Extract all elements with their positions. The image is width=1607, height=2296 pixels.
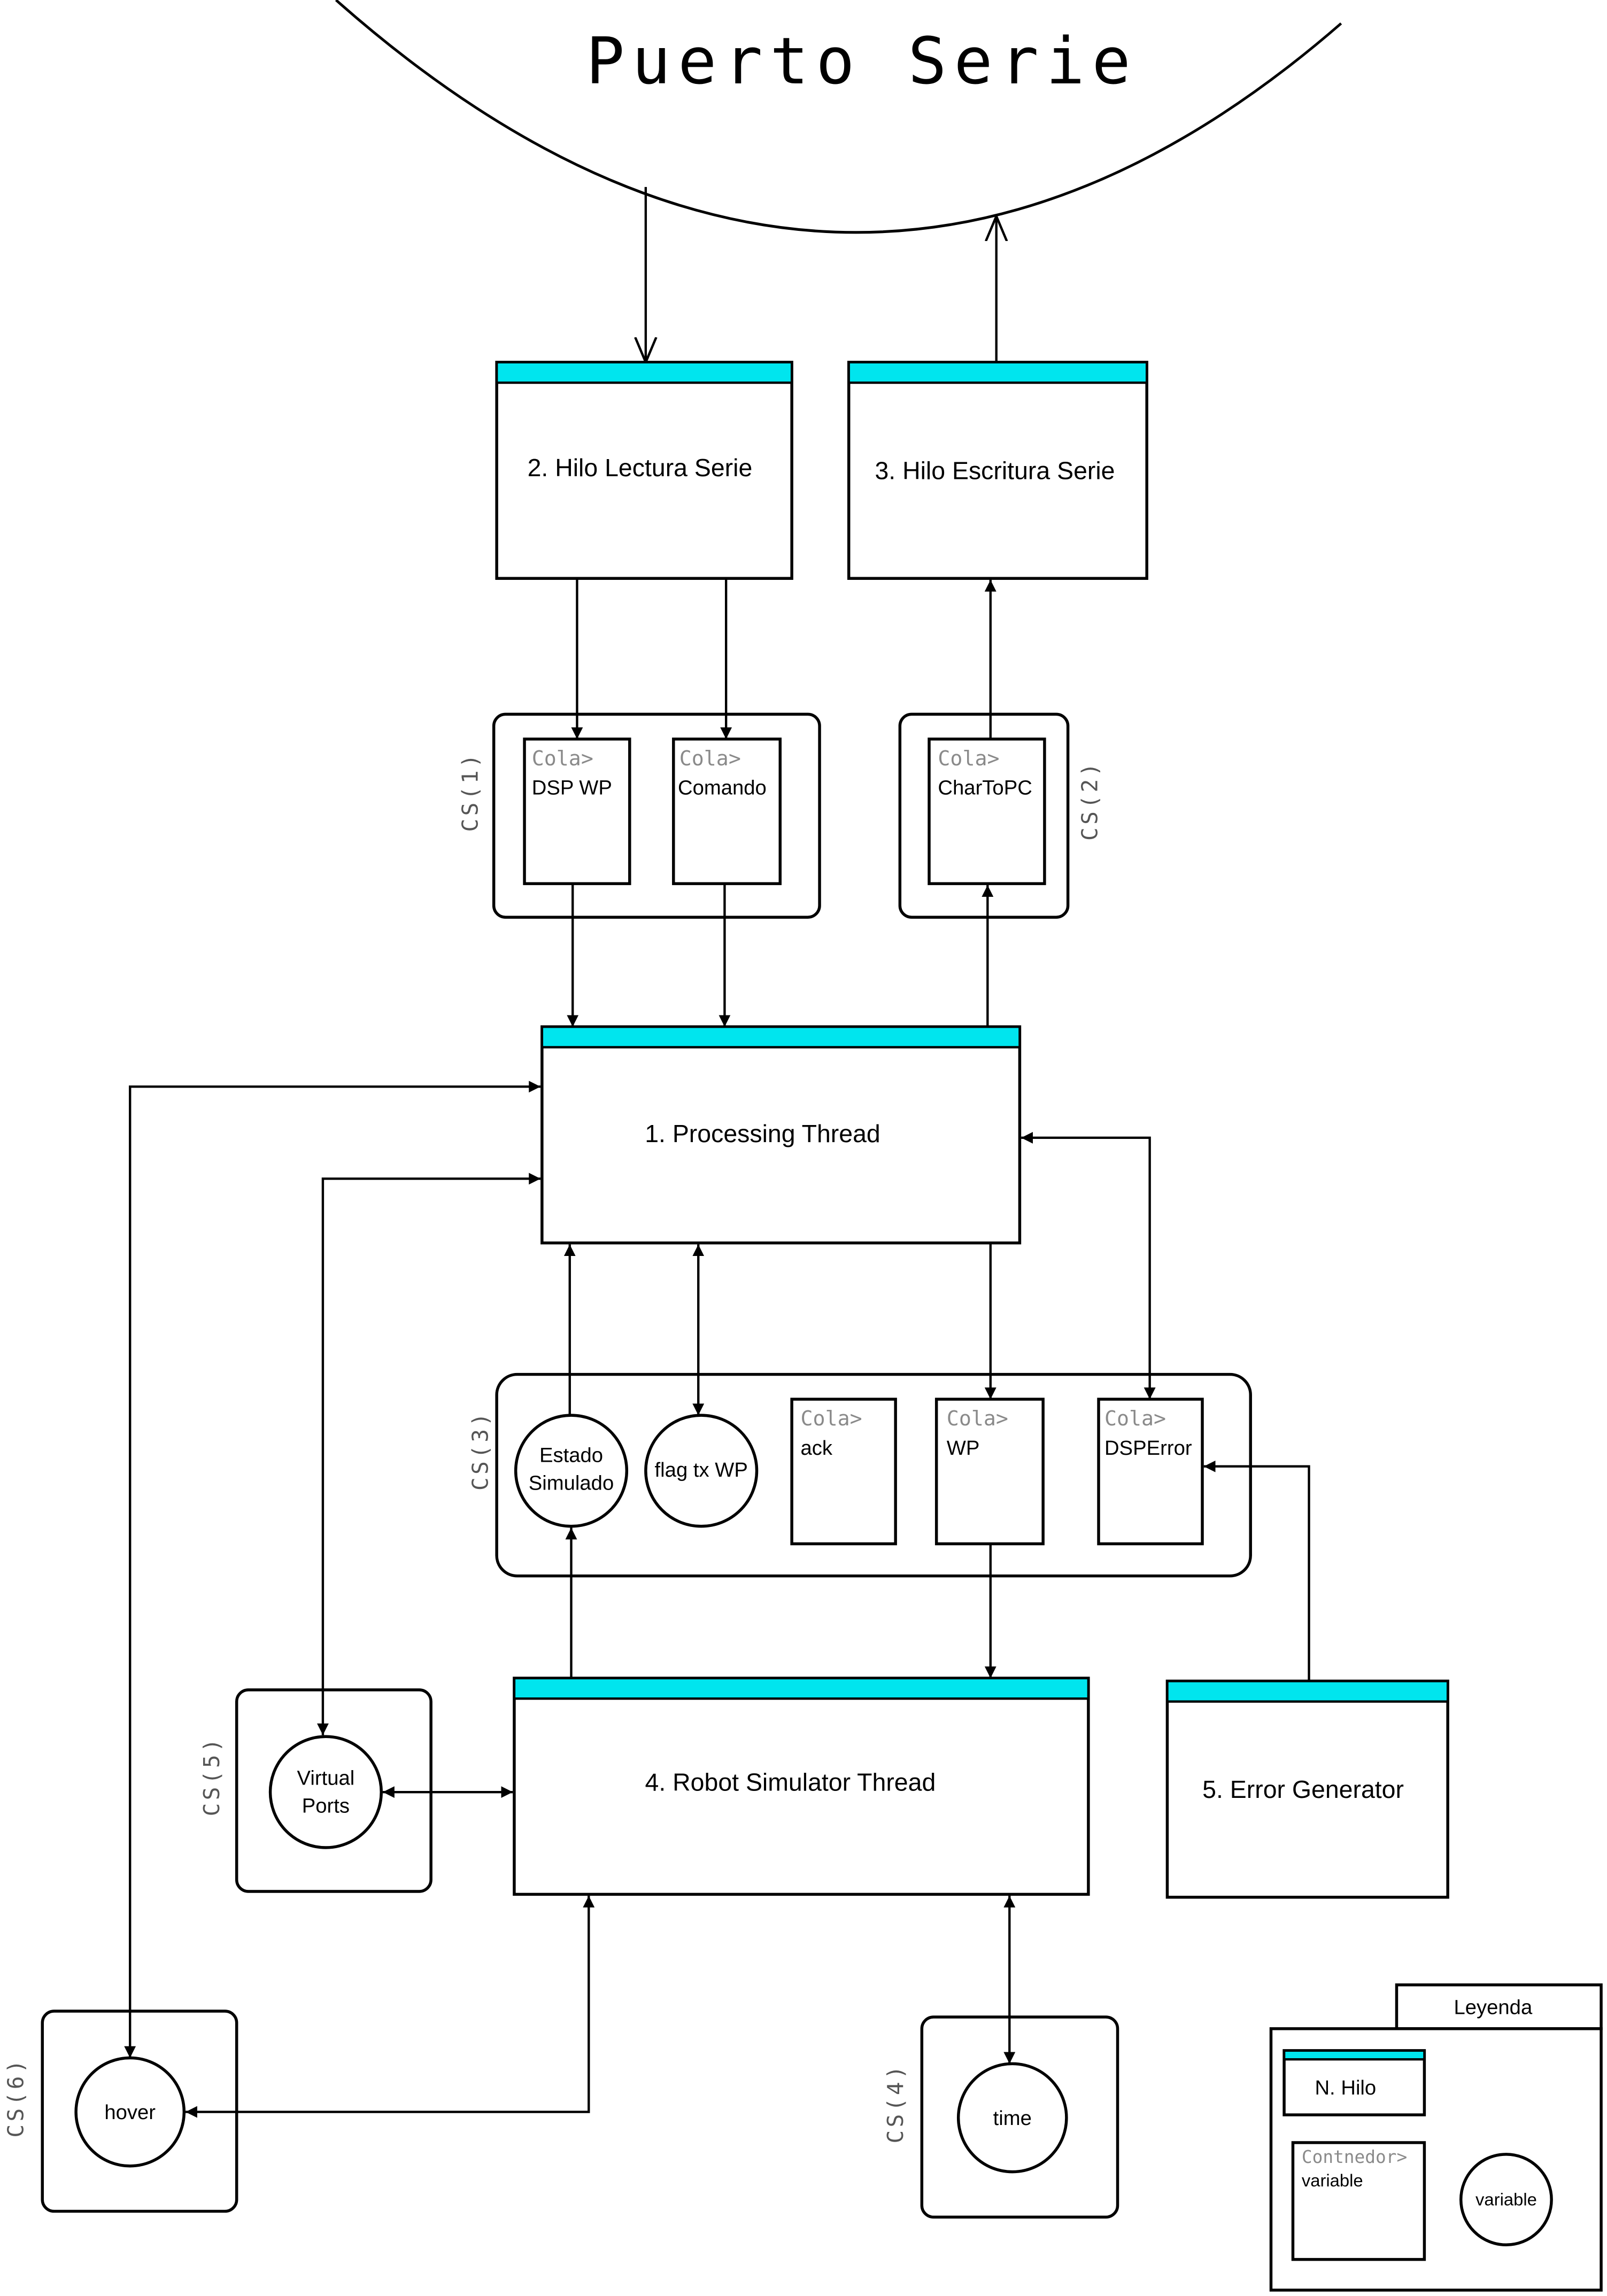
legend-thread-sample: N. Hilo xyxy=(1282,2049,1426,2116)
flag-tx-wp-label: flag tx WP xyxy=(655,1459,748,1481)
thread-processing-label: 1. Processing Thread xyxy=(645,1120,880,1147)
cs5-label: CS(5) xyxy=(199,1736,225,1817)
queue-chartopc: Cola> CharToPC xyxy=(928,738,1046,886)
thread-escritura-serie: 3. Hilo Escritura Serie xyxy=(847,361,1148,580)
legend-variable-sample: variable xyxy=(1459,2153,1553,2247)
estado-label-line2: Simulado xyxy=(529,1471,614,1494)
cs3-label: CS(3) xyxy=(468,1410,493,1491)
queue-ack-prefix: Cola> xyxy=(801,1407,862,1431)
cs2-container: CS(2) Cola> CharToPC xyxy=(898,712,1102,919)
queue-ack: Cola> ack xyxy=(790,1398,897,1546)
cs4-label: CS(4) xyxy=(883,2063,908,2144)
cs1-container: CS(1) Cola> DSP WP Cola> Comando xyxy=(458,712,821,919)
thread-lectura-label: 2. Hilo Lectura Serie xyxy=(528,454,753,482)
queue-dsp-wp-label: DSP WP xyxy=(532,777,612,800)
queue-wp-prefix: Cola> xyxy=(947,1407,1008,1431)
serial-port-title: Puerto Serie xyxy=(586,24,1138,99)
thread-lectura-serie: 2. Hilo Lectura Serie xyxy=(495,361,793,580)
thread-robot-simulator: 4. Robot Simulator Thread xyxy=(513,1677,1090,1896)
legend-container-sample: Contnedor> variable xyxy=(1291,2141,1426,2261)
queue-dsp-wp: Cola> DSP WP xyxy=(523,738,631,886)
cs3-container: CS(3) Estado Simulado flag tx WP Cola> a… xyxy=(468,1372,1252,1578)
queue-chartopc-label: CharToPC xyxy=(938,777,1032,800)
cs4-container: CS(4) time xyxy=(883,2015,1119,2219)
variable-time: time xyxy=(956,2062,1068,2174)
thread-robot-label: 4. Robot Simulator Thread xyxy=(645,1768,936,1796)
queue-dsperror-label: DSPError xyxy=(1104,1437,1192,1460)
queue-dsp-wp-prefix: Cola> xyxy=(532,747,593,771)
legend-container-prefix: Contnedor> xyxy=(1302,2147,1407,2167)
variable-hover: hover xyxy=(74,2056,186,2168)
arrow-robot-hover-bidir xyxy=(186,1896,595,2118)
thread-escritura-label: 3. Hilo Escritura Serie xyxy=(875,456,1115,484)
queue-wp: Cola> WP xyxy=(934,1398,1045,1546)
legend-variable-label: variable xyxy=(1475,2189,1537,2209)
queue-wp-label: WP xyxy=(947,1437,980,1460)
queue-dsperror: Cola> DSPError xyxy=(1097,1398,1204,1546)
cs2-label: CS(2) xyxy=(1077,760,1102,841)
hover-label: hover xyxy=(104,2101,156,2124)
legend-tab-label: Leyenda xyxy=(1454,1996,1532,2019)
cs5-container: CS(5) Virtual Ports xyxy=(199,1688,432,1893)
queue-comando-label: Comando xyxy=(678,777,767,800)
virtual-ports-line2: Ports xyxy=(302,1794,350,1817)
queue-ack-label: ack xyxy=(801,1437,833,1460)
queue-comando: Cola> Comando xyxy=(672,738,782,886)
arrow-processing-hover-bidir xyxy=(124,1081,541,2058)
queue-dsperror-prefix: Cola> xyxy=(1104,1407,1166,1431)
serial-port-arc xyxy=(335,0,1342,234)
variable-flag-tx-wp: flag tx WP xyxy=(644,1414,759,1528)
virtual-ports-line1: Virtual xyxy=(297,1766,355,1789)
legend: Leyenda N. Hilo Contnedor> variable vari… xyxy=(1269,1983,1603,2292)
thread-processing: 1. Processing Thread xyxy=(540,1025,1022,1245)
queue-comando-prefix: Cola> xyxy=(679,747,741,771)
estado-label-line1: Estado xyxy=(539,1444,603,1467)
legend-container-var: variable xyxy=(1302,2170,1363,2190)
queue-chartopc-prefix: Cola> xyxy=(938,747,999,771)
variable-virtual-ports: Virtual Ports xyxy=(268,1735,383,1849)
variable-estado-simulado: Estado Simulado xyxy=(514,1414,629,1528)
thread-error-label: 5. Error Generator xyxy=(1202,1775,1404,1803)
cs1-label: CS(1) xyxy=(458,751,483,832)
cs6-label: CS(6) xyxy=(3,2057,29,2138)
arrow-processing-dsperror-bidir xyxy=(1021,1131,1156,1400)
legend-thread-label: N. Hilo xyxy=(1315,2076,1376,2099)
thread-error-generator: 5. Error Generator xyxy=(1165,1679,1449,1899)
arrow-errorgen-to-dsperror xyxy=(1203,1460,1310,1681)
time-label: time xyxy=(993,2107,1032,2130)
